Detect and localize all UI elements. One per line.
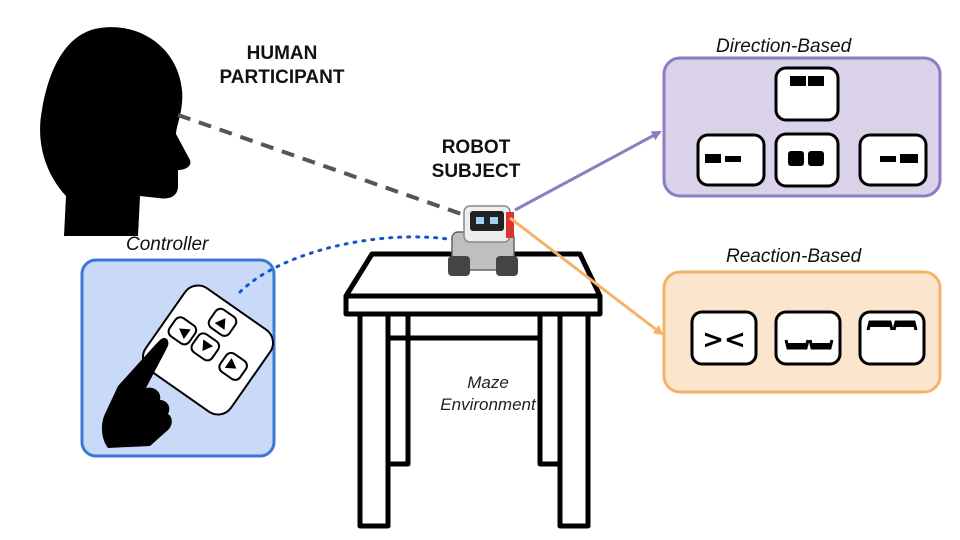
keypad-right-button <box>218 351 248 381</box>
robot-subject-label: ROBOT SUBJECT <box>406 136 546 184</box>
keypad-up-button <box>207 307 238 337</box>
human-participant-label: HUMAN PARTICIPANT <box>202 42 362 90</box>
keypad-left-button <box>167 316 198 346</box>
face-center <box>774 132 840 188</box>
maze-label-line2: Environment <box>440 395 536 414</box>
face-right <box>858 133 928 187</box>
direction-based-label: Direction-Based <box>716 36 852 57</box>
robot-label-line2: SUBJECT <box>431 161 521 182</box>
maze-label-line1: Maze <box>467 373 509 392</box>
face-sad <box>858 310 926 366</box>
face-up <box>774 66 840 122</box>
keypad-down-button <box>190 332 221 362</box>
arrow-to-reaction-based <box>509 216 664 336</box>
human-label-line2: PARTICIPANT <box>219 67 345 88</box>
face-happy <box>774 310 842 366</box>
reaction-based-label: Reaction-Based <box>726 246 862 267</box>
human-head-icon <box>40 27 191 237</box>
robot-label-line1: ROBOT <box>441 137 511 158</box>
pointing-hand-icon <box>101 338 172 448</box>
arrow-to-direction-based <box>514 130 662 212</box>
human-label-line1: HUMAN <box>246 43 318 64</box>
robot-icon <box>448 205 518 276</box>
face-left <box>696 133 766 187</box>
maze-environment-label: Maze Environment <box>420 372 556 416</box>
face-angry-glyph: >< <box>702 325 746 355</box>
controller-label: Controller <box>126 234 209 255</box>
face-angry: >< <box>690 310 758 366</box>
gaze-line <box>177 113 471 219</box>
controller-keypad <box>142 284 274 416</box>
controller-link-dotted <box>238 235 457 294</box>
